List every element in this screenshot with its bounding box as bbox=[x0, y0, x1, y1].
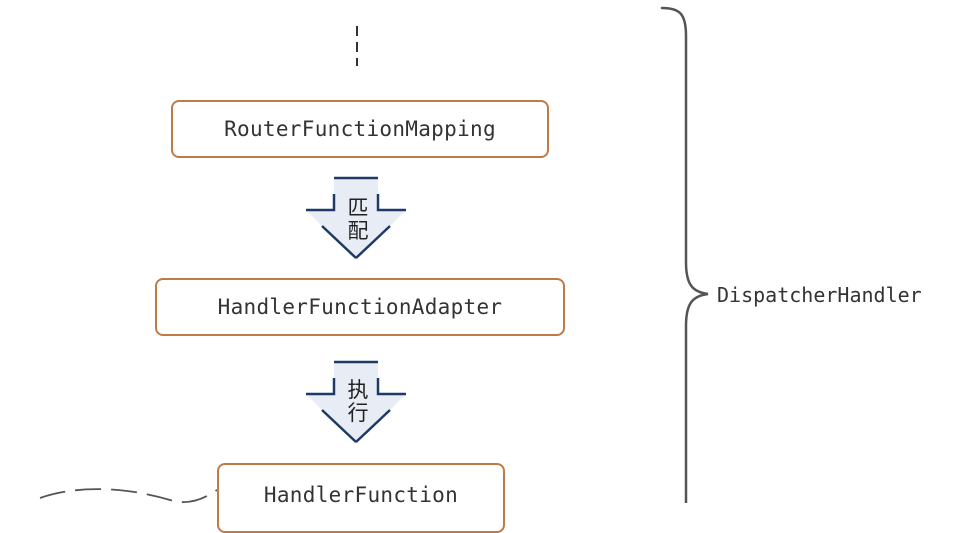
router-function-mapping-box: RouterFunctionMapping bbox=[171, 100, 549, 158]
diagram-graphics bbox=[39, 6, 709, 503]
curly-brace-icon bbox=[660, 6, 709, 503]
node-label: HandlerFunction bbox=[263, 483, 459, 507]
flow-diagram: RouterFunctionMapping 匹配 HandlerFunction… bbox=[39, 6, 922, 533]
match-arrow-label: 匹配 bbox=[347, 196, 369, 243]
down-arrow-icon bbox=[306, 176, 406, 260]
dispatcher-handler-label: DispatcherHandler bbox=[717, 283, 922, 307]
handler-function-adapter-box: HandlerFunctionAdapter bbox=[155, 278, 565, 336]
node-label: RouterFunctionMapping bbox=[224, 117, 496, 141]
dashed-connector bbox=[39, 488, 218, 503]
node-label: HandlerFunctionAdapter bbox=[217, 295, 503, 319]
down-arrow-icon bbox=[306, 360, 406, 444]
execute-arrow-label: 执行 bbox=[347, 378, 369, 425]
handler-function-box: HandlerFunction bbox=[217, 463, 505, 533]
